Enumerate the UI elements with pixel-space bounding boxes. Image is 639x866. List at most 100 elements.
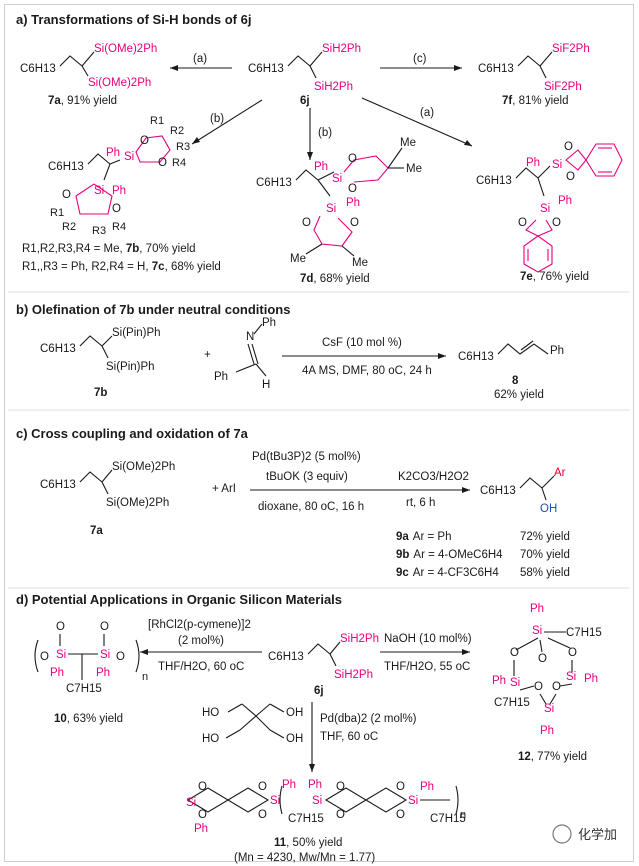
svg-text:Ph: Ph: [308, 779, 322, 791]
section-a-title: a) Transformations of Si-H bonds of 6j: [16, 12, 251, 27]
compound-7d-yield: 7d, 68% yield: [300, 273, 370, 285]
svg-text:R4: R4: [112, 221, 126, 233]
svg-text:Si: Si: [56, 649, 66, 661]
compound-10-structure: O O Si Si O O Ph Ph C7H15 n: [34, 621, 148, 695]
svg-text:O: O: [568, 647, 577, 659]
compound-12-structure: Ph Si C7H15 O O O Ph Si Si Ph O O C7H15 …: [492, 603, 602, 737]
plus-sign: +: [204, 349, 211, 361]
svg-text:O: O: [116, 651, 125, 663]
svg-text:O: O: [564, 141, 573, 153]
pentaerythritol-structure: HO OH HO OH: [202, 703, 303, 745]
svg-text:O: O: [198, 781, 207, 793]
svg-text:O: O: [198, 809, 207, 821]
si-ome-ph-label: Si(OMe)2Ph: [94, 43, 157, 55]
svg-text:Ph: Ph: [526, 157, 540, 169]
svg-text:Si(Pin)Ph: Si(Pin)Ph: [112, 327, 161, 339]
oxidant: K2CO3/H2O2: [398, 471, 469, 483]
compound-7b-id: 7b: [94, 387, 107, 399]
wechat-icon: [552, 824, 572, 844]
svg-text:n: n: [142, 671, 148, 683]
compound-9-structure: C6H13 Ar OH: [480, 467, 566, 515]
svg-text:Ph: Ph: [346, 197, 360, 209]
svg-text:Si(Pin)Ph: Si(Pin)Ph: [106, 361, 155, 373]
svg-text:Si: Si: [100, 649, 110, 661]
oxidation-conditions: rt, 6 h: [406, 497, 435, 509]
svg-text:Ph: Ph: [550, 345, 564, 357]
svg-text:O: O: [140, 135, 149, 147]
compound-7f-structure: C6H13 SiF2Ph SiF2Ph: [478, 43, 590, 93]
svg-text:Si: Si: [510, 677, 520, 689]
svg-text:O: O: [538, 653, 547, 665]
svg-text:(b): (b): [318, 127, 332, 139]
svg-text:Ph: Ph: [96, 667, 110, 679]
svg-text:O: O: [336, 809, 345, 821]
svg-text:Si: Si: [94, 185, 104, 197]
svg-text:O: O: [112, 203, 121, 215]
svg-text:C7H15: C7H15: [430, 813, 466, 825]
svg-text:Ph: Ph: [540, 725, 554, 737]
svg-text:Si(OMe)2Ph: Si(OMe)2Ph: [106, 497, 169, 509]
svg-text:Ph: Ph: [282, 779, 296, 791]
svg-text:58% yield: 58% yield: [520, 567, 570, 579]
c6h13-label: C6H13: [20, 63, 56, 75]
svg-text:C6H13: C6H13: [478, 63, 514, 75]
svg-text:C7H15: C7H15: [66, 683, 102, 695]
svg-text:O: O: [552, 217, 561, 229]
svg-text:Ph: Ph: [194, 823, 208, 835]
svg-text:O: O: [56, 621, 65, 633]
svg-text:Si: Si: [312, 795, 322, 807]
section-b-title: b) Olefination of 7b under neutral condi…: [16, 302, 290, 317]
naoh-catalyst: NaOH (10 mol%): [384, 633, 472, 645]
compound-10-yield: 10, 63% yield: [54, 713, 123, 725]
svg-text:O: O: [40, 651, 49, 663]
compound-11-structure: O O Si Ph O O Si Ph Ph Si C7H15 O O O O …: [186, 779, 466, 835]
svg-text:Si: Si: [552, 159, 562, 171]
svg-text:HO: HO: [202, 733, 219, 745]
svg-text:O: O: [566, 171, 575, 183]
svg-text:Si: Si: [332, 173, 342, 185]
svg-text:O: O: [258, 781, 267, 793]
compound-8-yield: 62% yield: [494, 389, 544, 401]
svg-text:(2 mol%): (2 mol%): [178, 635, 224, 647]
svg-text:Me: Me: [400, 137, 416, 149]
svg-text:Si: Si: [544, 703, 554, 715]
svg-text:C6H13: C6H13: [256, 177, 292, 189]
rh-conditions: THF/H2O, 60 oC: [158, 661, 244, 673]
svg-text:Si(OMe)2Ph: Si(OMe)2Ph: [112, 461, 175, 473]
svg-text:C6H13: C6H13: [248, 63, 284, 75]
svg-text:O: O: [100, 621, 109, 633]
pd-conditions: THF, 60 oC: [320, 731, 378, 743]
svg-text:SiF2Ph: SiF2Ph: [544, 81, 582, 93]
svg-text:O: O: [158, 157, 167, 169]
svg-text:C7H15: C7H15: [494, 697, 530, 709]
svg-text:O: O: [302, 217, 311, 229]
svg-text:C6H13: C6H13: [40, 479, 76, 491]
svg-text:70% yield: 70% yield: [520, 549, 570, 561]
svg-text:SiH2Ph: SiH2Ph: [322, 43, 361, 55]
svg-text:Me: Me: [352, 257, 368, 269]
compound-12-yield: 12, 77% yield: [518, 751, 587, 763]
svg-text:R1: R1: [150, 115, 164, 127]
section-d-title: d) Potential Applications in Organic Sil…: [16, 592, 342, 607]
svg-text:O: O: [552, 681, 561, 693]
svg-text:Ph: Ph: [420, 781, 434, 793]
svg-text:Si: Si: [408, 795, 418, 807]
svg-text:72% yield: 72% yield: [520, 531, 570, 543]
figure-frame: [4, 4, 634, 862]
svg-text:Me: Me: [290, 253, 306, 265]
si-ome-ph-label: Si(OMe)2Ph: [88, 77, 151, 89]
compound-6j-d-structure: C6H13 SiH2Ph SiH2Ph: [268, 633, 379, 681]
compound-7d-structure: C6H13 Ph Si O O Me Me Si Ph O O Me Me: [256, 137, 422, 269]
svg-text:Me: Me: [406, 163, 422, 175]
olefination-conditions: 4A MS, DMF, 80 oC, 24 h: [302, 365, 432, 377]
step-a-label: (a): [193, 53, 207, 65]
svg-text:O: O: [348, 153, 357, 165]
svg-text:O: O: [518, 217, 527, 229]
watermark-text: 化学加: [578, 827, 617, 842]
compound-11-yield: 11, 50% yield: [274, 837, 342, 849]
svg-text:R2: R2: [62, 221, 76, 233]
svg-text:R3: R3: [176, 141, 190, 153]
svg-text:R3: R3: [92, 225, 106, 237]
